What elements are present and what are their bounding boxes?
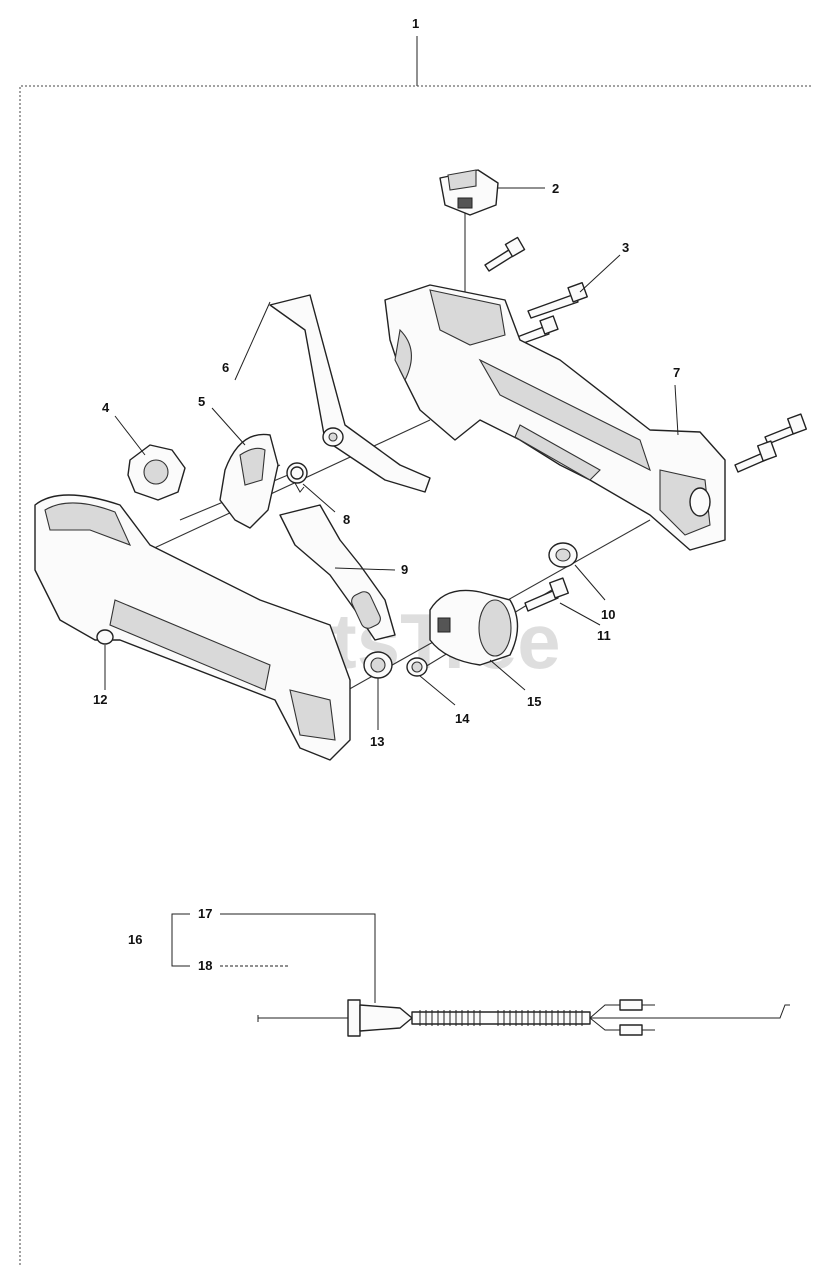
callout-4: 4 [102,400,110,415]
callout-7: 7 [673,365,680,380]
part-rear-handle-right[interactable] [384,284,726,551]
part-throttle-lock[interactable] [269,294,431,493]
callout-13: 13 [370,734,384,749]
callout-14: 14 [455,711,470,726]
callout-6: 6 [222,360,229,375]
leader-lines [104,187,679,730]
callout-1: 1 [412,16,419,31]
part-switch[interactable] [439,169,499,216]
kit-bracket [171,913,376,1003]
part-bushing[interactable] [363,651,393,679]
callout-11: 11 [597,628,611,643]
callout-12: 12 [93,692,107,707]
part-spring[interactable] [286,462,308,493]
callout-5: 5 [198,394,205,409]
cable-coil-pattern [419,1010,583,1026]
callout-9: 9 [401,562,408,577]
part-small-bushing[interactable] [406,657,428,677]
part-screws-top[interactable] [484,236,588,347]
callout-10: 10 [601,607,615,622]
part-screws-rear[interactable] [734,413,808,473]
part-clamp[interactable] [429,589,519,666]
part-nut[interactable] [127,444,186,501]
part-front-handle-left[interactable] [34,494,351,761]
callout-labels: 1 2 3 4 5 6 7 8 9 10 11 12 13 14 15 16 1… [93,16,680,973]
callout-2: 2 [552,181,559,196]
assembly-frame [19,36,812,1265]
callout-15: 15 [527,694,541,709]
part-damper[interactable] [548,542,578,568]
callout-17: 17 [198,906,212,921]
part-throttle-trigger[interactable] [279,504,396,641]
callout-18: 18 [198,958,212,973]
part-trigger-bracket[interactable] [219,433,279,529]
part-bolt[interactable] [524,577,570,612]
part-throttle-cable[interactable] [257,999,790,1037]
callout-3: 3 [622,240,629,255]
callout-16: 16 [128,932,142,947]
callout-8: 8 [343,512,350,527]
